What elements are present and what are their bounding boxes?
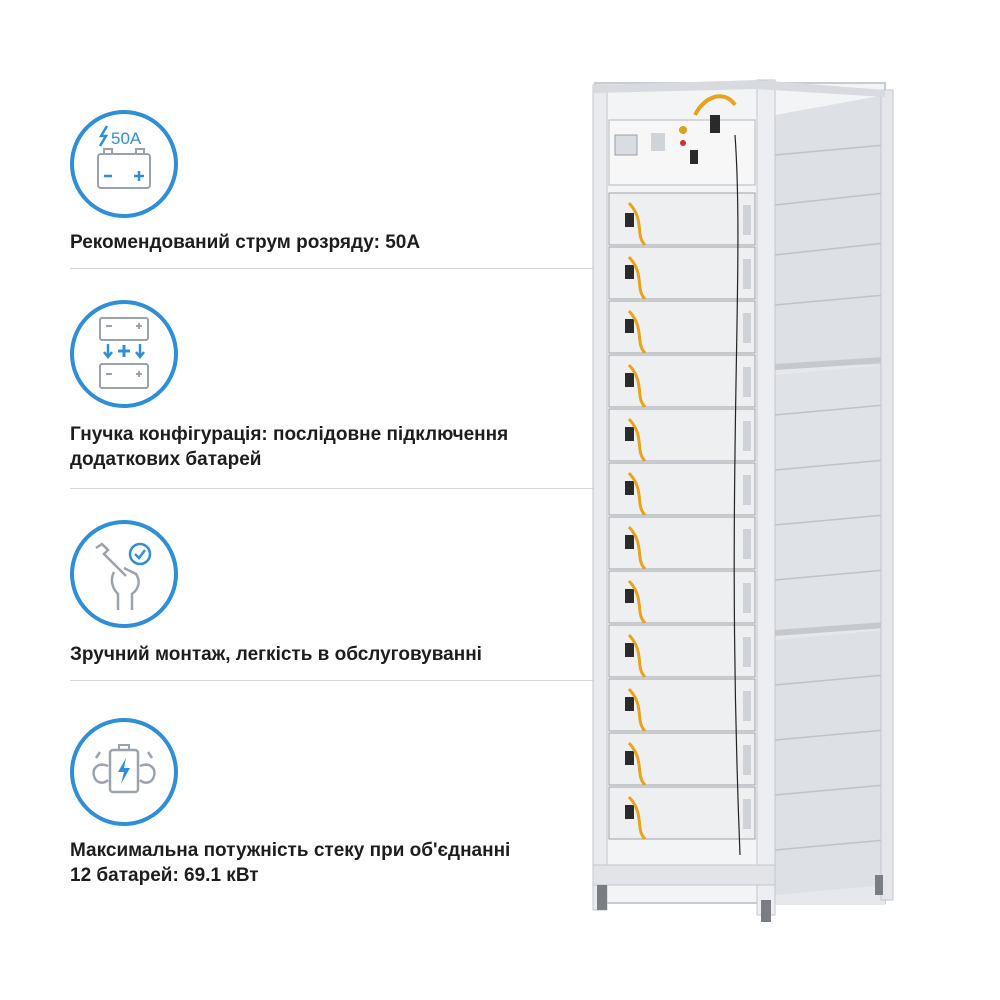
- battery-rack-image: [585, 75, 905, 925]
- divider: [70, 268, 600, 269]
- battery-current-icon: 50A: [70, 110, 178, 218]
- battery-current-label: 50A: [111, 129, 142, 148]
- battery-modules: [608, 134, 756, 856]
- series-connection-icon: [70, 300, 178, 408]
- divider: [70, 488, 600, 489]
- control-box: [608, 94, 756, 186]
- feature-text: Рекомендований струм розряду: 50А: [70, 232, 421, 253]
- feature-text-line1: Гнучка конфігурація: послідовне підключе…: [70, 424, 509, 445]
- wrench-hand-check-icon: [70, 520, 178, 628]
- feature-text: Зручний монтаж, легкість в обслуговуванн…: [70, 644, 482, 665]
- feature-text-line2: 12 батарей: 69.1 кВт: [70, 865, 259, 886]
- strong-battery-icon: [70, 718, 178, 826]
- divider: [70, 680, 600, 681]
- feature-text-line1: Максимальна потужність стеку при об'єдна…: [70, 840, 511, 861]
- feature-text-line2: додаткових батарей: [70, 449, 262, 470]
- rack-side-panels: [774, 95, 886, 905]
